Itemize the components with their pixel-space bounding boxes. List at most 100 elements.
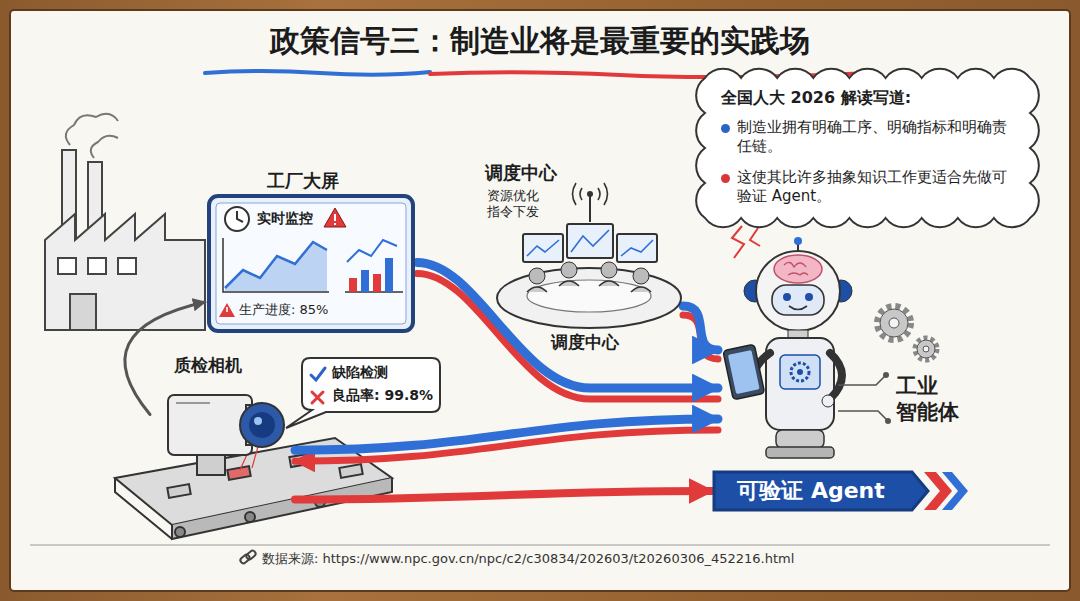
cloud-tail xyxy=(732,226,760,258)
source-note: 数据来源: https://www.npc.gov.cn/npc/c2/c308… xyxy=(262,551,794,567)
drawn-rect xyxy=(209,196,413,331)
drawn-rect xyxy=(776,430,824,448)
node-text: 生产进度: 85% xyxy=(239,302,328,318)
drawn-polygon xyxy=(942,472,968,510)
drawn-circle xyxy=(877,306,911,340)
node-text: 良品率: 99.8% xyxy=(332,387,433,405)
separator-line xyxy=(30,545,1050,546)
drawn-g xyxy=(723,344,765,400)
drawn-path xyxy=(91,136,118,158)
drawn-path xyxy=(527,230,653,256)
drawn-rect xyxy=(766,338,834,430)
drawn-circle xyxy=(783,293,791,301)
drawn-path xyxy=(573,183,608,205)
node-heading: 工厂大屏 xyxy=(267,170,339,193)
dispatch-center: 调度中心资源优化 指令下发调度中心 xyxy=(465,160,683,360)
drawn-circle xyxy=(923,346,929,352)
node-text: 这使其比许多抽象知识工作更适合先做可验证 Agent。 xyxy=(737,168,1017,206)
drawn-rect xyxy=(227,466,250,480)
drawn-rect xyxy=(523,234,563,262)
drawn-path xyxy=(115,478,172,539)
drawn-ellipse xyxy=(756,251,840,331)
drawn-circle xyxy=(880,309,908,337)
node-heading: 质检相机 xyxy=(174,355,242,376)
factory-sketch xyxy=(45,114,205,330)
drawn-path xyxy=(237,211,243,222)
drawn-rect xyxy=(385,258,393,292)
flow-connector xyxy=(417,262,718,399)
drawn-path xyxy=(838,375,888,421)
drawn-circle xyxy=(529,268,545,284)
drawn-path xyxy=(312,392,323,403)
drawn-rect xyxy=(88,258,106,274)
flow-connector xyxy=(295,419,718,461)
bullet-dot xyxy=(721,174,730,183)
drawn-circle xyxy=(245,512,255,522)
drawn-circle xyxy=(587,191,593,197)
node-text: 资源优化 指令下发 xyxy=(487,188,547,221)
drawn-circle xyxy=(917,340,935,358)
drawn-circle xyxy=(254,417,262,425)
flow-connector xyxy=(683,306,718,359)
drawn-path xyxy=(45,214,205,330)
drawn-rect xyxy=(167,484,190,498)
drawn-circle xyxy=(822,395,834,407)
drawn-path xyxy=(311,368,325,380)
drawn-path xyxy=(789,306,807,310)
quote-cloud: 全国人大 2026 解读写道:制造业拥有明确工序、明确指标和明确责任链。这使其比… xyxy=(695,68,1040,228)
camera-box: 质检相机 xyxy=(150,355,295,525)
title-text: 政策信号三：制造业将是最重要的实践场 xyxy=(0,22,1080,60)
drawn-path xyxy=(732,226,744,258)
whiteboard xyxy=(10,10,1070,591)
drawn-rect xyxy=(780,355,820,389)
bullet-dot xyxy=(721,124,730,133)
node-text: 调度中心 xyxy=(547,332,623,353)
camera-box-outline xyxy=(150,355,295,525)
drawn-circle xyxy=(561,262,577,278)
drawn-rect xyxy=(766,447,834,458)
speech-bubble: 缺陷检测良品率: 99.8% xyxy=(300,356,442,414)
drawn-rect xyxy=(245,549,257,560)
node-heading: 调度中心 xyxy=(485,162,557,185)
drawn-rect xyxy=(373,274,381,292)
node-text: 实时监控 xyxy=(257,210,313,228)
drawn-ellipse xyxy=(527,280,651,312)
drawn-rect xyxy=(723,344,765,400)
drawn-path xyxy=(223,238,329,292)
drawn-rect xyxy=(361,270,369,292)
drawn-path xyxy=(750,228,760,246)
drawn-circle xyxy=(885,418,891,424)
drawn-circle xyxy=(240,403,284,447)
screen-panel: 工厂大屏实时监控生产进度: 85% xyxy=(205,170,417,335)
drawn-rect xyxy=(334,214,336,221)
drawn-circle xyxy=(175,527,185,537)
drawn-rect xyxy=(226,307,228,312)
flow-connector xyxy=(295,491,712,500)
drawn-rect xyxy=(58,258,76,274)
node-text: 制造业拥有明确工序、明确指标和明确责任链。 xyxy=(737,118,1017,156)
drawn-path xyxy=(286,358,440,428)
drawn-circle xyxy=(791,363,809,381)
drawn-rect xyxy=(567,224,613,258)
drawn-path xyxy=(784,262,808,275)
link-icon xyxy=(239,549,257,564)
connector-line xyxy=(295,491,712,500)
drawn-path xyxy=(830,353,842,399)
drawn-path xyxy=(696,69,1039,227)
drawn-path xyxy=(225,242,327,291)
drawn-circle xyxy=(889,318,899,328)
drawn-rect xyxy=(334,223,336,225)
node-heading: 可验证 Agent xyxy=(712,468,910,514)
drawn-path xyxy=(172,478,392,539)
drawn-rect xyxy=(197,453,225,475)
drawn-path xyxy=(589,196,591,222)
drawn-rect xyxy=(118,258,136,274)
robot-agent: 工业 智能体 xyxy=(718,235,980,465)
drawn-circle xyxy=(797,369,803,375)
drawn-ellipse xyxy=(774,255,822,283)
drawn-circle xyxy=(225,207,249,231)
drawn-rect xyxy=(617,234,657,262)
drawn-ellipse xyxy=(497,268,681,328)
drawn-circle xyxy=(805,293,813,301)
drawn-circle xyxy=(249,412,275,438)
